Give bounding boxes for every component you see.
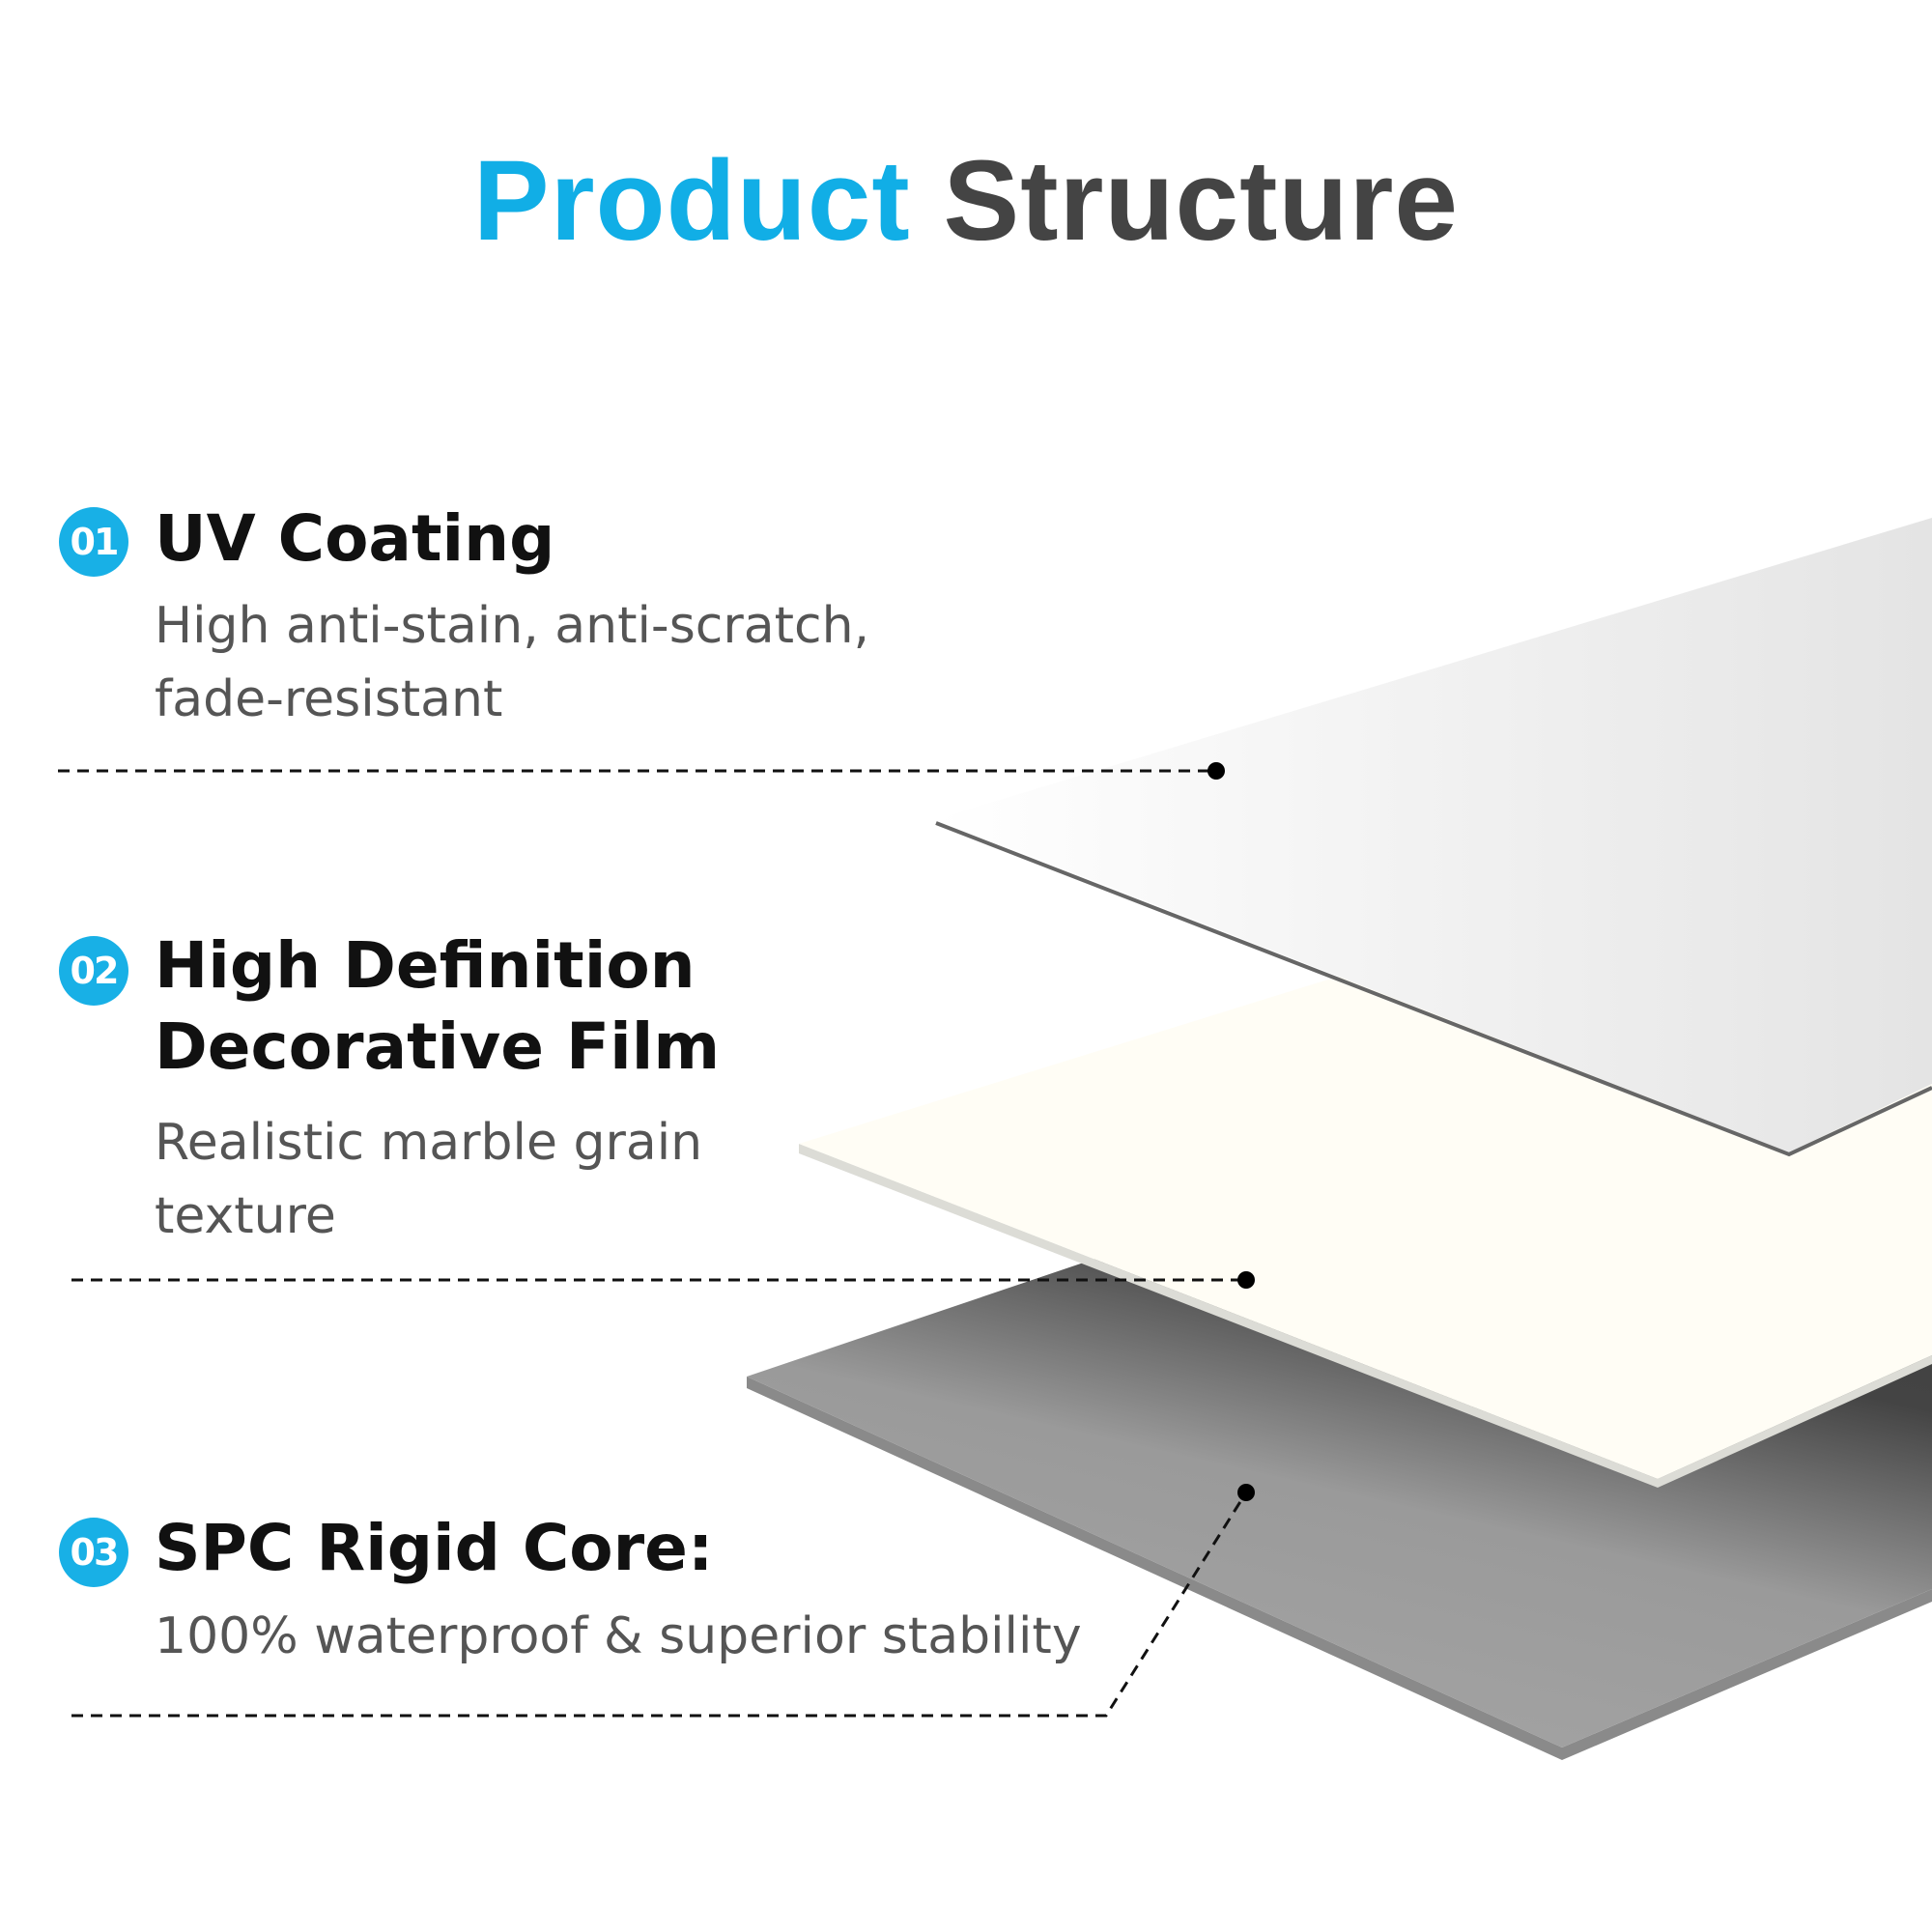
layer-description-line1: Realistic marble grain (155, 1114, 703, 1172)
title-accent: Product (472, 137, 911, 265)
number-badge: 03 (59, 1518, 128, 1587)
layer-heading: UV Coating (155, 501, 555, 576)
number-badge: 02 (59, 936, 128, 1006)
layer-description-line2: fade-resistant (155, 670, 503, 728)
pointer-dot-2 (1237, 1271, 1255, 1289)
number-badge: 01 (59, 507, 128, 577)
pointer-dot-1 (1208, 762, 1225, 780)
layer-description-line2: texture (155, 1187, 336, 1245)
uv-coating-layer (935, 518, 1932, 1157)
layer-description-line1: High anti-stain, anti-scratch, (155, 597, 870, 655)
layer-heading-line2: Decorative Film (155, 1009, 721, 1084)
pointer-dot-3 (1237, 1484, 1255, 1501)
layer-heading-line1: High Definition (155, 928, 696, 1003)
leader-lines (58, 769, 1248, 1718)
layer-heading: SPC Rigid Core: (155, 1511, 714, 1585)
layer-description: 100% waterproof & superior stability (155, 1607, 1082, 1665)
page-title: Product Structure (0, 135, 1932, 267)
title-dark: Structure (943, 137, 1460, 265)
